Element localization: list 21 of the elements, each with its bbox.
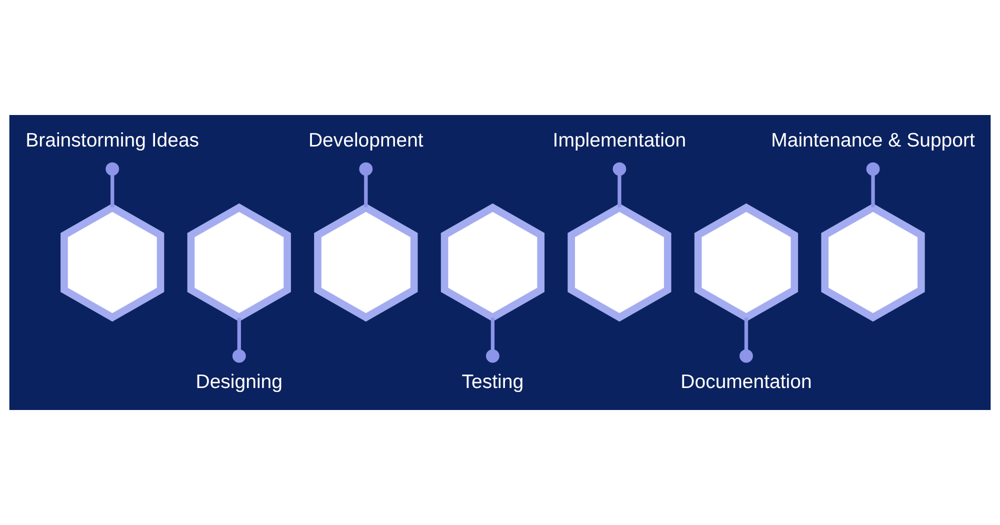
node-text: Implementation <box>552 129 686 152</box>
connector <box>106 162 120 208</box>
node-text: Documentation <box>680 370 812 393</box>
connector <box>486 318 500 363</box>
node-text: Testing <box>462 370 524 393</box>
connector <box>232 318 246 363</box>
node-hexagon <box>187 203 291 322</box>
node-hexagon <box>568 203 672 322</box>
connector <box>612 162 626 208</box>
connector <box>359 162 373 208</box>
node-text: Brainstorming Ideas <box>26 129 200 152</box>
node-hexagon <box>821 203 925 322</box>
connector <box>866 162 880 208</box>
connector <box>740 318 753 363</box>
node-hexagon <box>694 203 798 322</box>
node-hexagon <box>314 203 418 322</box>
node-text: Maintenance & Support <box>771 129 975 152</box>
node-text: Designing <box>196 370 282 393</box>
node-hexagon <box>440 203 544 322</box>
node-text: Development <box>308 129 424 152</box>
node-hexagon <box>60 203 164 322</box>
